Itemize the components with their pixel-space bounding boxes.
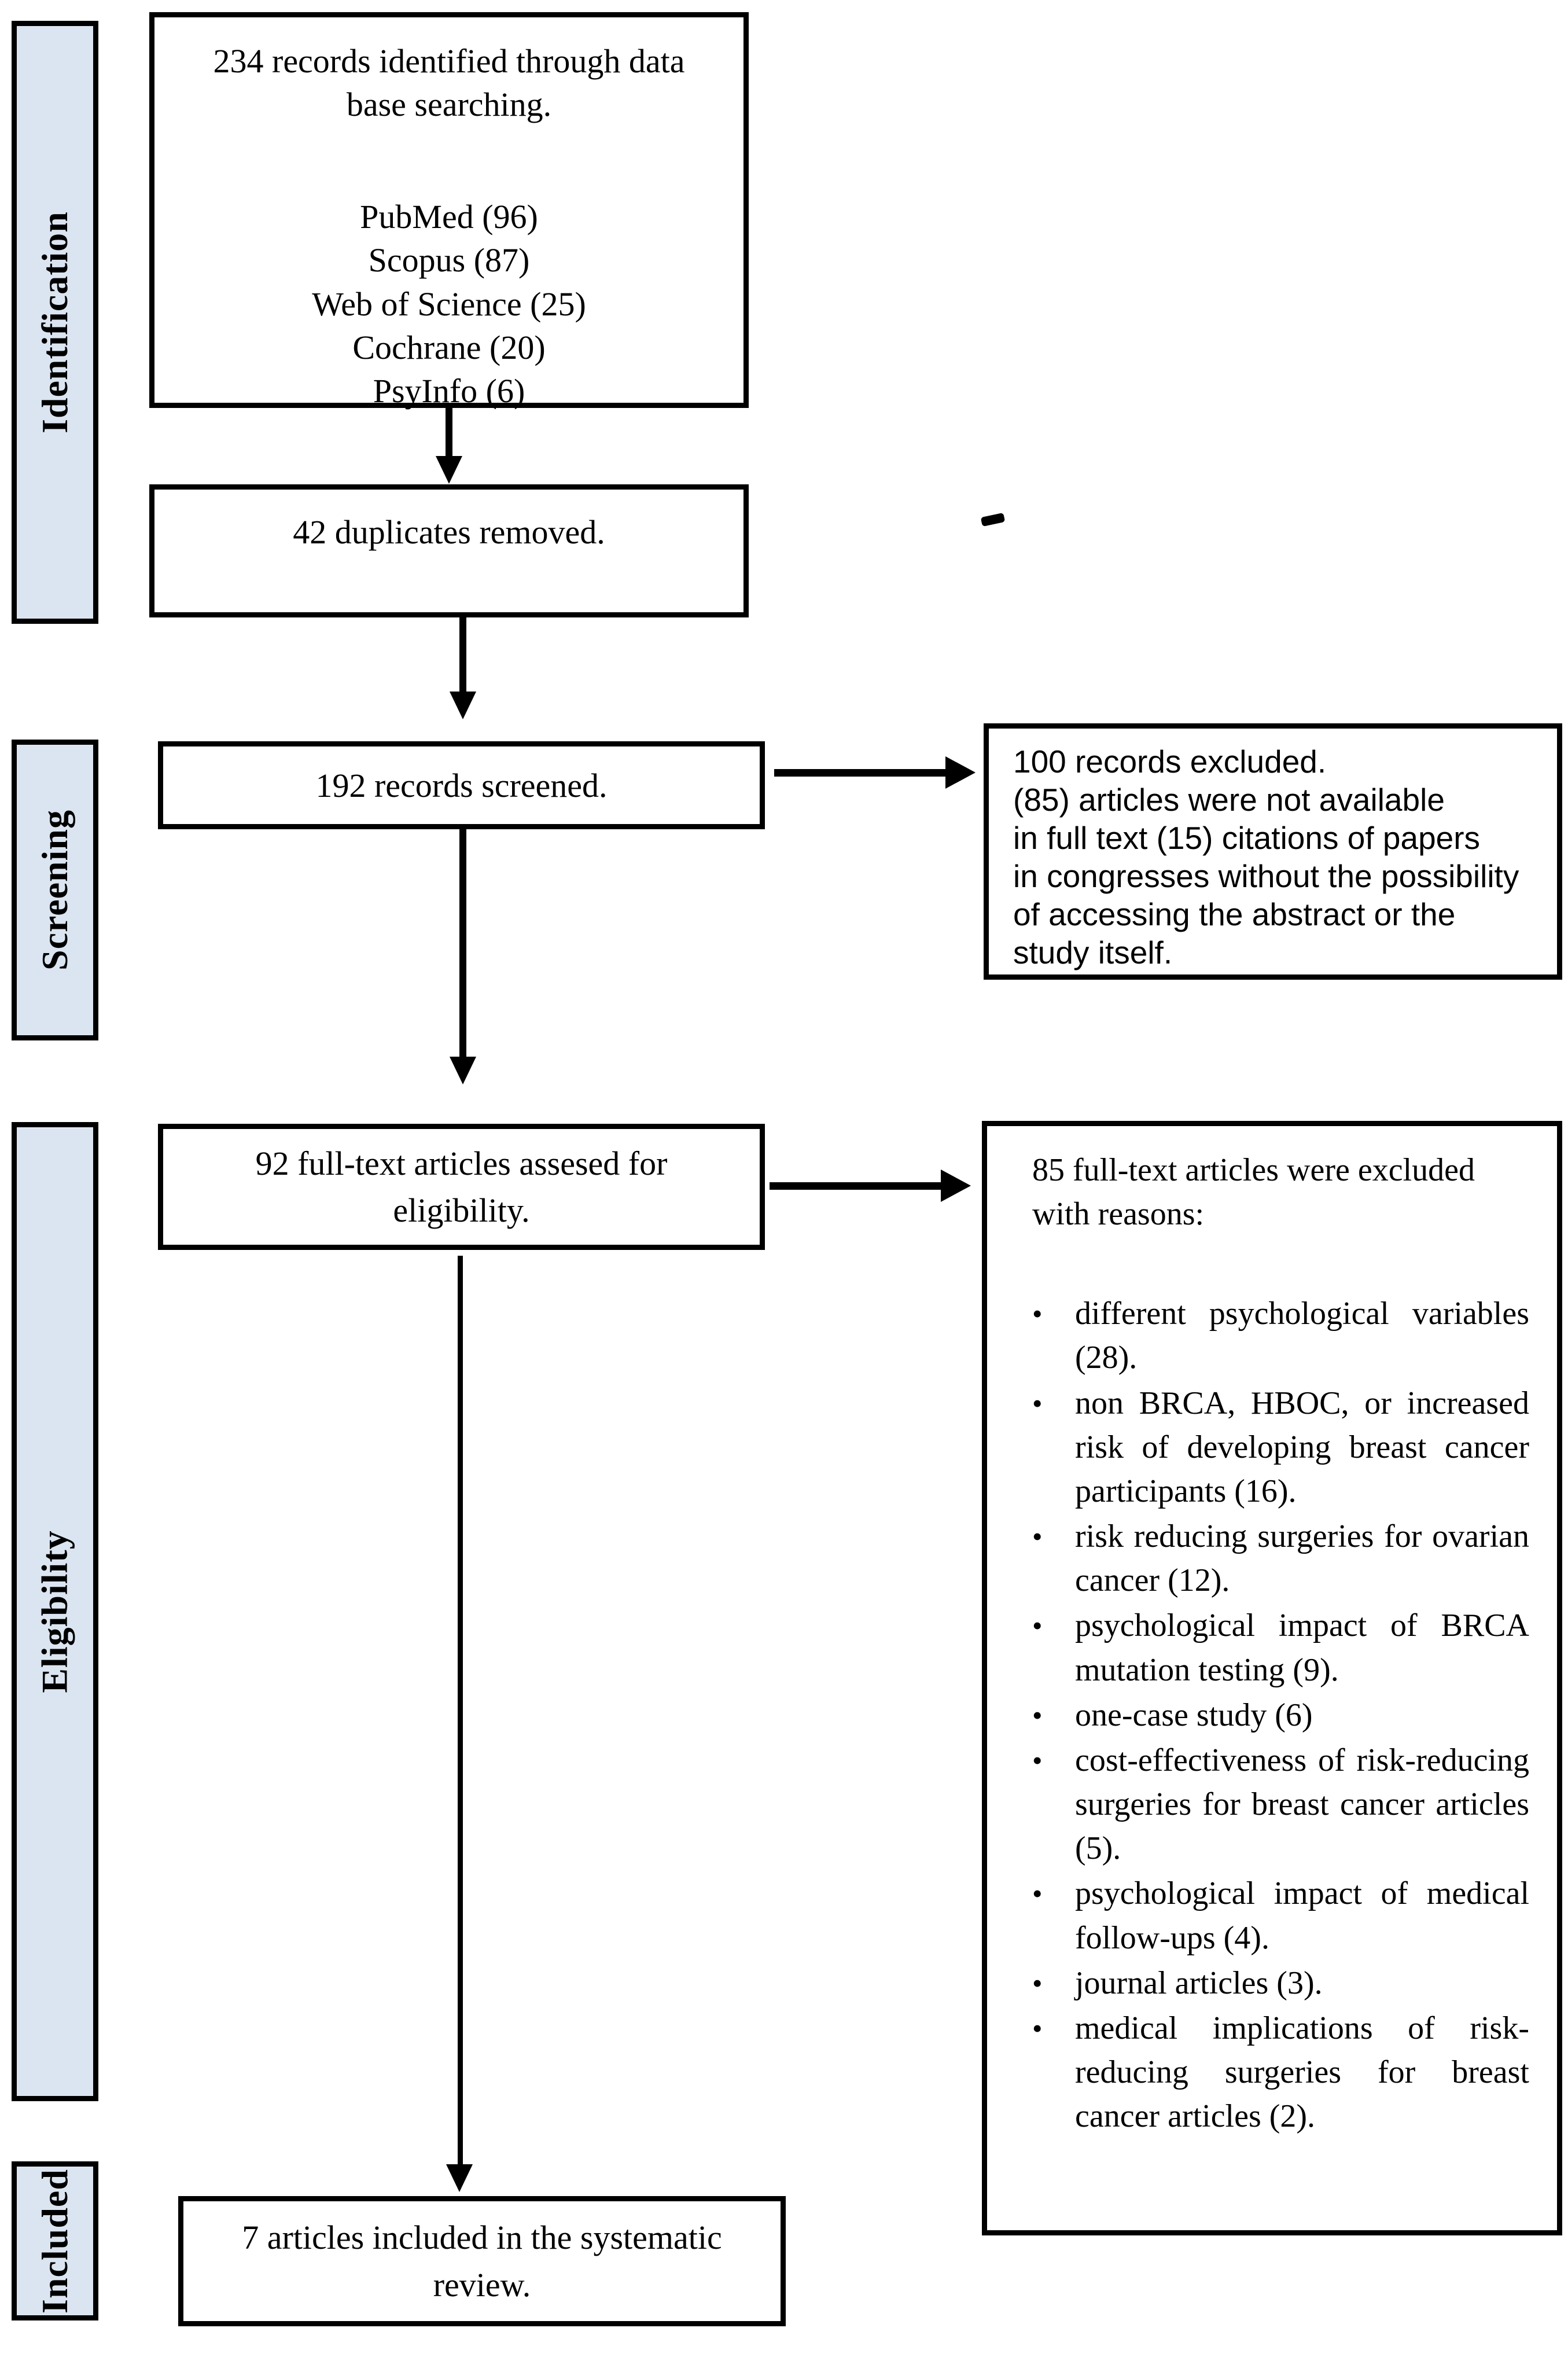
exclusion-reason-item: • cost-effectiveness of risk-reducing su…: [1032, 1738, 1529, 1870]
excluded-line: (85) articles were not available: [1013, 782, 1445, 818]
records-identified-box: 234 records identified through data base …: [149, 12, 749, 410]
bullet-icon: •: [1032, 1520, 1043, 1553]
arrowhead-down-icon: [436, 456, 462, 484]
excluded-line: of accessing the abstract or the: [1013, 896, 1456, 932]
exclusion-reason-item: • journal articles (3).: [1032, 1961, 1529, 2005]
stage-label-screening: Screening: [12, 740, 98, 1040]
database-source: Cochrane (20): [352, 328, 546, 366]
bullet-icon: •: [1032, 1297, 1043, 1330]
records-excluded-text: 100 records excluded.(85) articles were …: [1013, 742, 1551, 972]
articles-included-box: 7 articles included in the systematic rev…: [178, 2196, 786, 2326]
stray-dash-mark: [980, 513, 1006, 527]
records-excluded-box: 100 records excluded.(85) articles were …: [984, 723, 1562, 980]
fulltext-assessed-text: 92 full-text articles assesed for eligibi…: [256, 1140, 668, 1234]
exclusion-reason-text: risk reducing surgeries for ovarian canc…: [1075, 1518, 1529, 1599]
exclusion-reason-text: psychological impact of BRCA mutation te…: [1075, 1608, 1529, 1688]
articles-included-text: 7 articles included in the systematic rev…: [242, 2214, 722, 2308]
included-line: 7 articles included in the systematic: [242, 2219, 722, 2257]
exclusion-reason-list: • different psychological variables (28)…: [1032, 1292, 1529, 2138]
records-screened-box: 192 records screened.: [158, 741, 765, 829]
heading-line: base searching.: [346, 86, 552, 124]
bullet-icon: •: [1032, 1877, 1043, 1910]
excluded-heading-line: 85 full-text articles were excluded: [1032, 1152, 1475, 1188]
bullet-icon: •: [1032, 1609, 1043, 1642]
exclusion-reason-item: • risk reducing surgeries for ovarian ca…: [1032, 1514, 1529, 1602]
exclusion-reason-text: medical implications of risk-reducing su…: [1075, 2010, 1529, 2135]
database-source-list: PubMed (96) Scopus (87) Web of Science (25…: [154, 195, 743, 413]
stage-label-eligibility-text: Eligibility: [34, 1530, 75, 1693]
arrow-eligibility-to-included: [458, 1256, 463, 2165]
assessed-line: 92 full-text articles assesed for: [255, 1144, 668, 1182]
exclusion-reason-item: • psychological impact of medical follow…: [1032, 1871, 1529, 1959]
excluded-line: 100 records excluded.: [1013, 744, 1327, 779]
bullet-icon: •: [1032, 1744, 1043, 1777]
exclusion-reason-item: • different psychological variables (28)…: [1032, 1292, 1529, 1380]
database-source: PubMed (96): [360, 197, 538, 236]
bullet-icon: •: [1032, 2011, 1043, 2044]
records-identified-heading: 234 records identified through data base …: [154, 39, 743, 127]
bullet-icon: •: [1032, 1387, 1043, 1419]
exclusion-reason-item: • non BRCA, HBOC, or increased risk of d…: [1032, 1381, 1529, 1513]
arrowhead-down-icon: [450, 692, 476, 719]
records-screened-text: 192 records screened.: [315, 766, 608, 804]
duplicates-removed-text: 42 duplicates removed.: [293, 513, 605, 551]
bullet-icon: •: [1032, 1698, 1043, 1731]
arrow-duplicates-to-screened: [459, 616, 466, 693]
excluded-line: study itself.: [1013, 935, 1173, 970]
excluded-line: in full text (15) citations of papers: [1013, 820, 1481, 856]
bullet-icon: •: [1032, 1966, 1043, 1999]
stage-label-included: Included: [12, 2161, 98, 2320]
fulltext-excluded-heading: 85 full-text articles were excluded with …: [1032, 1148, 1529, 1236]
exclusion-reason-text: non BRCA, HBOC, or increased risk of dev…: [1075, 1385, 1529, 1509]
duplicates-removed-box: 42 duplicates removed.: [149, 484, 749, 617]
stage-label-eligibility: Eligibility: [12, 1122, 98, 2101]
stage-label-identification: Identification: [12, 21, 98, 624]
database-source: PsyInfo (6): [373, 372, 525, 410]
excluded-line: in congresses without the possibility: [1013, 858, 1519, 894]
arrowhead-down-icon: [450, 1057, 476, 1084]
fulltext-excluded-box: 85 full-text articles were excluded with …: [982, 1121, 1562, 2235]
arrow-screened-to-excluded: [774, 769, 948, 777]
database-source: Web of Science (25): [312, 285, 586, 323]
stage-label-included-text: Included: [34, 2168, 75, 2314]
stage-label-identification-text: Identification: [34, 211, 75, 433]
exclusion-reason-text: journal articles (3).: [1075, 1965, 1323, 2001]
arrowhead-right-icon: [945, 756, 976, 789]
exclusion-reason-text: different psychological variables (28).: [1075, 1296, 1529, 1376]
database-source: Scopus (87): [368, 241, 530, 280]
exclusion-reason-item: • one-case study (6): [1032, 1693, 1529, 1737]
stage-label-screening-text: Screening: [34, 809, 75, 971]
exclusion-reason-text: psychological impact of medical follow-u…: [1075, 1875, 1529, 1956]
exclusion-reason-item: • psychological impact of BRCA mutation …: [1032, 1604, 1529, 1691]
arrowhead-right-icon: [941, 1170, 971, 1202]
exclusion-reason-text: one-case study (6): [1075, 1697, 1313, 1733]
arrowhead-down-icon: [446, 2164, 473, 2192]
excluded-heading-line: with reasons:: [1032, 1196, 1205, 1233]
arrow-eligibility-to-excluded: [770, 1182, 943, 1190]
exclusion-reason-item: • medical implications of risk-reducing …: [1032, 2006, 1529, 2138]
included-line: review.: [433, 2266, 531, 2304]
heading-line: 234 records identified through data: [213, 42, 685, 80]
fulltext-assessed-box: 92 full-text articles assesed for eligibi…: [158, 1124, 765, 1250]
arrow-identified-to-duplicates: [446, 407, 452, 458]
exclusion-reason-text: cost-effectiveness of risk-reducing surg…: [1075, 1742, 1529, 1867]
arrow-screened-to-eligibility: [459, 829, 466, 1058]
assessed-line: eligibility.: [393, 1191, 530, 1229]
